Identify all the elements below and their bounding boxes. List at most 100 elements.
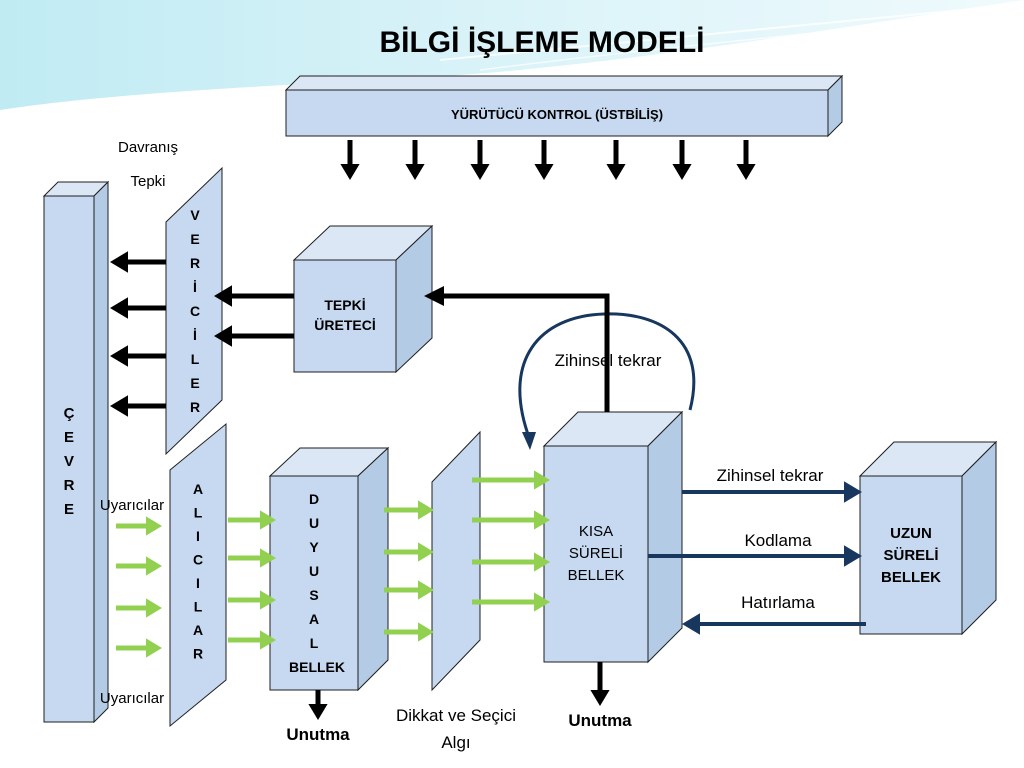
page-title: BİLGİ İŞLEME MODELİ bbox=[379, 26, 704, 59]
duyusal-letter: S bbox=[309, 587, 318, 603]
duyusal-bellek-word: BELLEK bbox=[289, 659, 345, 675]
uzun-line3: BELLEK bbox=[881, 569, 941, 586]
stimulus-arrow-head bbox=[146, 638, 162, 658]
tepki-ureteci-line2: ÜRETECİ bbox=[314, 317, 375, 333]
vericiler-letter: C bbox=[190, 303, 200, 319]
stm-forget-arrow-head bbox=[590, 690, 610, 706]
alicilar-letter: A bbox=[193, 622, 203, 638]
duyusal-letter: A bbox=[309, 611, 319, 627]
executive-control-box: YÜRÜTÜCÜ KONTROL (ÜSTBİLİŞ) bbox=[284, 74, 844, 138]
receptor-to-sensory-arrow-head bbox=[260, 590, 276, 610]
cevre-letter: V bbox=[64, 453, 74, 470]
kisa-sureli-bellek-box: KISA SÜRELİ BELLEK bbox=[542, 410, 684, 664]
duyusal-letter: D bbox=[309, 491, 319, 507]
receptor-to-sensory-arrow-head bbox=[260, 630, 276, 650]
attention-to-stm-arrow-head bbox=[534, 510, 550, 530]
cevre-letter: R bbox=[64, 477, 75, 494]
control-arrows bbox=[340, 140, 756, 180]
dikkat-panel bbox=[431, 430, 481, 692]
alicilar-letter: I bbox=[196, 528, 200, 544]
cevre-letter: E bbox=[64, 429, 74, 446]
receptor-to-sensory-arrow-head bbox=[260, 510, 276, 530]
vericiler-to-cevre-arrow-head bbox=[110, 297, 128, 319]
stm-to-response-arrow bbox=[424, 286, 610, 412]
duyusal-forget-arrow-head bbox=[308, 704, 328, 720]
duyusal-letter: U bbox=[309, 563, 319, 579]
label-hatirlama: Hatırlama bbox=[741, 593, 815, 612]
label-unutma-kisa: Unutma bbox=[568, 711, 632, 730]
sensory-to-attention-arrow-head bbox=[418, 622, 434, 642]
control-down-arrow-head bbox=[405, 164, 425, 180]
vericiler-letter: R bbox=[190, 255, 200, 271]
vericiler-to-cevre-arrow-head bbox=[110, 395, 128, 417]
control-down-arrow-head bbox=[606, 164, 626, 180]
label-zihinsel-tekrar-right: Zihinsel tekrar bbox=[717, 466, 824, 485]
attention-to-stm-arrow-head bbox=[534, 592, 550, 612]
executive-control-label: YÜRÜTÜCÜ KONTROL (ÜSTBİLİŞ) bbox=[451, 107, 663, 122]
alicilar-letter: L bbox=[194, 505, 203, 521]
sensory-to-attention-arrow-head bbox=[418, 542, 434, 562]
stimulus-arrow-head bbox=[146, 516, 162, 536]
tepki-ureteci-box: TEPKİ ÜRETECİ bbox=[292, 224, 434, 374]
label-dikkat-line2: Algı bbox=[441, 733, 470, 752]
retrieval-arrow-head bbox=[682, 613, 700, 635]
alicilar-letter: I bbox=[196, 575, 200, 591]
label-unutma-duyusal: Unutma bbox=[286, 725, 350, 744]
control-down-arrow-head bbox=[340, 164, 360, 180]
label-dikkat-line1: Dikkat ve Seçici bbox=[396, 706, 516, 725]
alicilar-letter: R bbox=[193, 646, 203, 662]
stimulus-arrow-head bbox=[146, 598, 162, 618]
cevre-letter: E bbox=[64, 501, 74, 518]
label-davranis: Davranış bbox=[118, 139, 178, 156]
control-down-arrow-head bbox=[470, 164, 490, 180]
duyusal-letter: U bbox=[309, 515, 319, 531]
vericiler-letter: V bbox=[190, 207, 200, 223]
vericiler-letter: L bbox=[191, 351, 200, 367]
stimulus-arrow-head bbox=[146, 556, 162, 576]
header-background bbox=[0, 0, 1024, 112]
vericiler-letter: İ bbox=[193, 327, 197, 343]
uzun-sureli-bellek-box: UZUN SÜRELİ BELLEK bbox=[858, 440, 998, 636]
duyusal-letter: Y bbox=[309, 539, 319, 555]
sensory-to-attention-arrow-head bbox=[418, 580, 434, 600]
label-kodlama: Kodlama bbox=[744, 531, 812, 550]
uzun-line1: UZUN bbox=[890, 525, 932, 542]
control-down-arrow-head bbox=[736, 164, 756, 180]
kisa-line2: SÜRELİ bbox=[569, 544, 623, 562]
arrows-layer bbox=[110, 251, 866, 720]
control-down-arrow-head bbox=[672, 164, 692, 180]
control-down-arrow-head bbox=[534, 164, 554, 180]
vericiler-to-cevre-arrow-head bbox=[110, 345, 128, 367]
response-to-vericiler-arrow-head bbox=[214, 325, 232, 347]
tepki-ureteci-line1: TEPKİ bbox=[324, 297, 365, 313]
encoding-arrow-head bbox=[844, 545, 862, 567]
vericiler-letter: İ bbox=[193, 279, 197, 295]
attention-to-stm-arrow-head bbox=[534, 470, 550, 490]
kisa-line3: BELLEK bbox=[568, 567, 625, 584]
alicilar-letter: A bbox=[193, 481, 203, 497]
cevre-letter: Ç bbox=[64, 405, 75, 422]
alicilar-letter: C bbox=[193, 552, 203, 568]
alicilar-letter: L bbox=[194, 599, 203, 615]
rehearsal-to-ltm-arrow-head bbox=[844, 481, 862, 503]
duyusal-letter: L bbox=[310, 635, 319, 651]
label-uyaricilar-top: Uyarıcılar bbox=[100, 497, 164, 514]
rehearsal-loop-arrow bbox=[518, 312, 696, 450]
label-uyaricilar-bottom: Uyarıcılar bbox=[100, 690, 164, 707]
label-tepki: Tepki bbox=[130, 173, 165, 190]
vericiler-letter: E bbox=[190, 231, 199, 247]
response-to-vericiler-arrow-head bbox=[214, 285, 232, 307]
uzun-line2: SÜRELİ bbox=[883, 547, 938, 564]
attention-to-stm-arrow-head bbox=[534, 552, 550, 572]
sensory-to-attention-arrow-head bbox=[418, 500, 434, 520]
kisa-line1: KISA bbox=[579, 523, 613, 540]
vericiler-to-cevre-arrow-head bbox=[110, 251, 128, 273]
vericiler-letter: R bbox=[190, 399, 200, 415]
receptor-to-sensory-arrow-head bbox=[260, 548, 276, 568]
vericiler-letter: E bbox=[190, 375, 199, 391]
